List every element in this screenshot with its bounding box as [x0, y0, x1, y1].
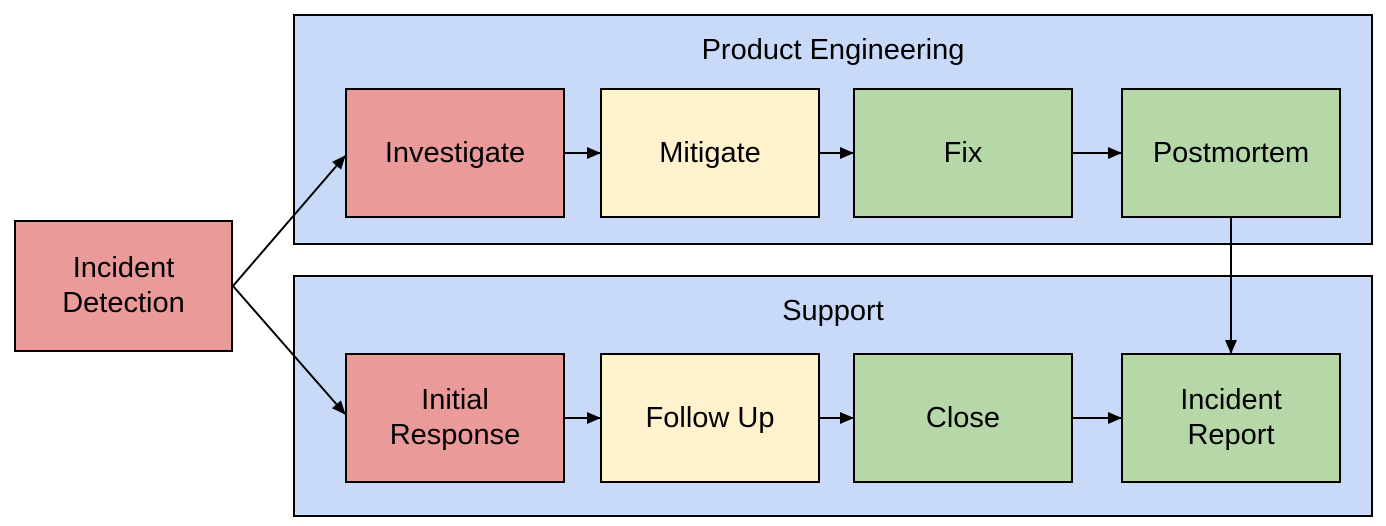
- node-follow-up: Follow Up: [600, 353, 820, 483]
- node-initial-response: Initial Response: [345, 353, 565, 483]
- node-mitigate: Mitigate: [600, 88, 820, 218]
- node-close: Close: [853, 353, 1073, 483]
- node-incident-report: Incident Report: [1121, 353, 1341, 483]
- node-incident-detection: Incident Detection: [14, 220, 233, 352]
- node-postmortem: Postmortem: [1121, 88, 1341, 218]
- node-investigate: Investigate: [345, 88, 565, 218]
- group-title-support: Support: [782, 295, 884, 327]
- group-title-product-engineering: Product Engineering: [701, 34, 965, 66]
- node-fix: Fix: [853, 88, 1073, 218]
